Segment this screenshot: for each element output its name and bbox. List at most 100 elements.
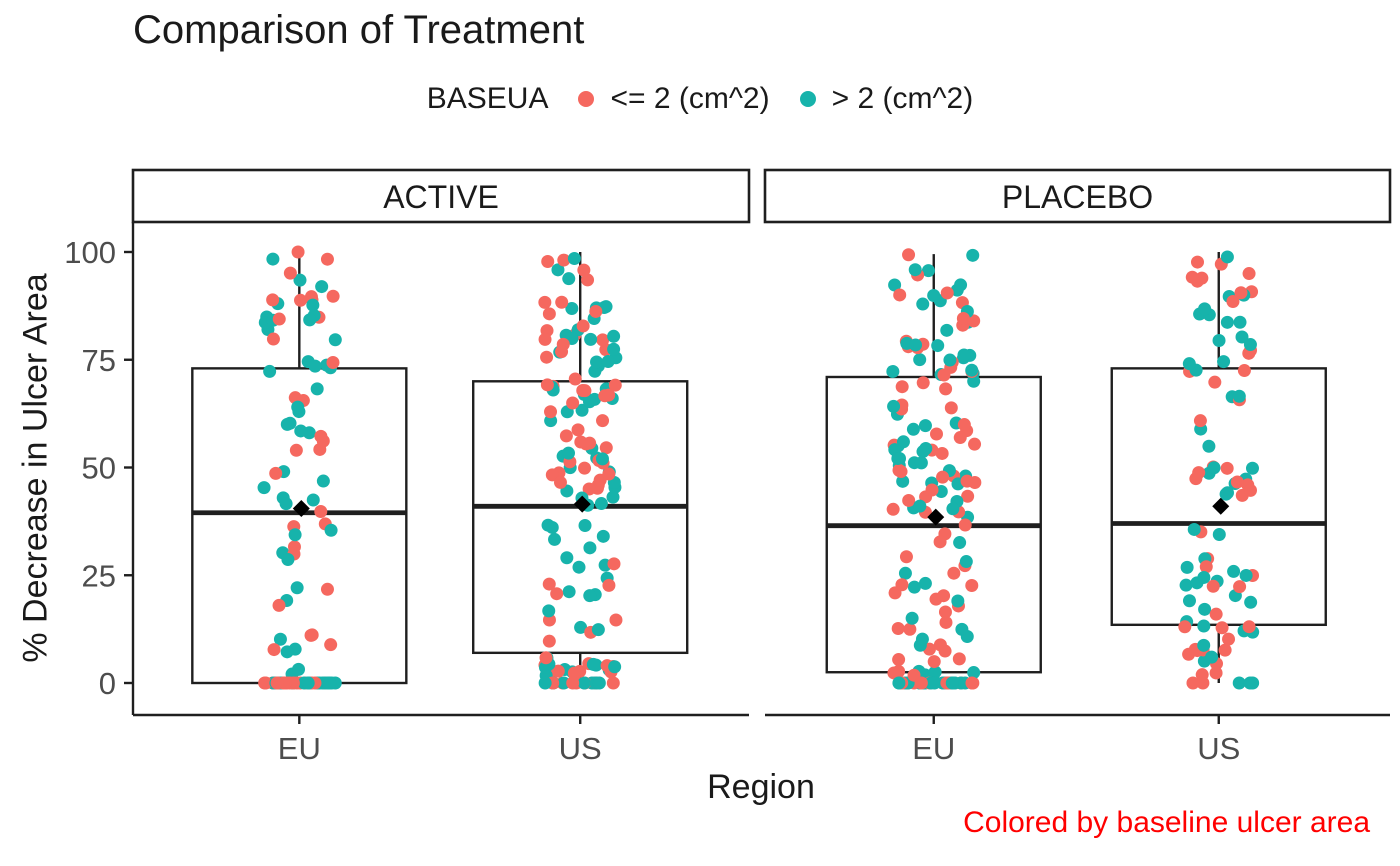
jitter-point: [290, 581, 304, 595]
jitter-point: [915, 632, 929, 646]
jitter-point: [582, 482, 596, 496]
jitter-point: [1220, 315, 1234, 329]
jitter-point: [596, 529, 610, 543]
jitter-point: [887, 399, 901, 413]
jitter-point: [952, 652, 966, 666]
jitter-point: [893, 288, 907, 302]
jitter-point: [548, 532, 562, 546]
jitter-point: [908, 263, 922, 277]
jitter-point: [606, 490, 620, 504]
jitter-point: [1187, 522, 1201, 536]
facet-strip: [763, 168, 1392, 224]
legend-dot-gt2-icon: [799, 91, 816, 107]
jitter-point: [315, 280, 329, 294]
jitter-point: [257, 481, 271, 495]
jitter-point: [1182, 594, 1196, 608]
jitter-point: [294, 293, 308, 307]
jitter-point: [567, 252, 581, 266]
jitter-point: [608, 378, 622, 392]
x-tick-label: US: [559, 731, 602, 766]
jitter-point: [540, 378, 554, 392]
jitter-point: [280, 645, 294, 659]
jitter-point: [589, 304, 603, 318]
jitter-point: [1209, 666, 1223, 680]
jitter-point: [916, 297, 930, 311]
jitter-point: [1239, 568, 1253, 582]
jitter-point: [1233, 315, 1247, 329]
jitter-point: [272, 312, 286, 326]
jitter-point: [943, 353, 957, 367]
legend: BASEUA <= 2 (cm^2) > 2 (cm^2): [0, 82, 1400, 116]
jitter-point: [544, 405, 558, 419]
jitter-point: [606, 676, 620, 690]
jitter-point: [557, 253, 571, 267]
jitter-point: [946, 502, 960, 516]
jitter-point: [545, 468, 559, 482]
jitter-point: [957, 348, 971, 362]
jitter-point: [541, 255, 555, 269]
jitter-point: [1205, 650, 1219, 664]
jitter-point: [939, 382, 953, 396]
legend-title: BASEUA: [426, 82, 549, 115]
jitter-point: [609, 613, 623, 627]
jitter-point: [1232, 676, 1246, 690]
jitter-point: [291, 245, 305, 259]
jitter-point: [586, 657, 600, 671]
jitter-point: [886, 364, 900, 378]
jitter-point: [939, 615, 953, 629]
jitter-point: [1233, 580, 1247, 594]
jitter-point: [577, 676, 591, 690]
y-tick-label: 50: [82, 451, 116, 486]
jitter-point: [1182, 357, 1196, 371]
jitter-point: [929, 427, 943, 441]
caption: Colored by baseline ulcer area: [963, 806, 1370, 839]
jitter-point: [1202, 439, 1216, 453]
y-tick-label: 0: [99, 666, 116, 701]
jitter-point: [607, 329, 621, 343]
x-tick-label: US: [1197, 731, 1240, 766]
jitter-point: [576, 319, 590, 333]
jitter-point: [266, 332, 280, 346]
jitter-point: [955, 622, 969, 636]
jitter-point: [602, 467, 616, 481]
legend-label-le2: <= 2 (cm^2): [610, 82, 770, 115]
jitter-point: [579, 437, 593, 451]
jitter-point: [578, 384, 592, 398]
jitter-point: [1199, 560, 1213, 574]
jitter-point: [951, 594, 965, 608]
jitter-point: [578, 461, 592, 475]
jitter-point: [928, 665, 942, 679]
jitter-point: [968, 437, 982, 451]
jitter-point: [599, 441, 613, 455]
jitter-point: [918, 576, 932, 590]
jitter-point: [272, 598, 286, 612]
mean-diamond: [292, 499, 310, 517]
jitter-point: [909, 338, 923, 352]
jitter-point: [301, 676, 315, 690]
jitter-point: [1190, 255, 1204, 269]
jitter-point: [562, 585, 576, 599]
jitter-point: [965, 578, 979, 592]
jitter-point: [1198, 602, 1212, 616]
jitter-point: [555, 295, 569, 309]
jitter-point: [266, 293, 280, 307]
jitter-point: [1198, 302, 1212, 316]
jitter-point: [288, 528, 302, 542]
y-tick-label: 25: [82, 558, 116, 593]
jitter-point: [958, 518, 972, 532]
jitter-point: [542, 577, 556, 591]
jitter-point: [273, 632, 287, 646]
jitter-point: [601, 354, 615, 368]
chart-title: Comparison of Treatment: [133, 8, 585, 52]
jitter-point: [961, 489, 975, 503]
jitter-point: [567, 666, 581, 680]
jitter-point: [323, 676, 337, 690]
jitter-point: [607, 342, 621, 356]
jitter-point: [267, 643, 281, 657]
jitter-point: [902, 493, 916, 507]
jitter-point: [304, 628, 318, 642]
jitter-point: [540, 350, 554, 364]
jitter-point: [895, 578, 909, 592]
legend-dot-le2-icon: [578, 91, 595, 107]
jitter-point: [959, 555, 973, 569]
